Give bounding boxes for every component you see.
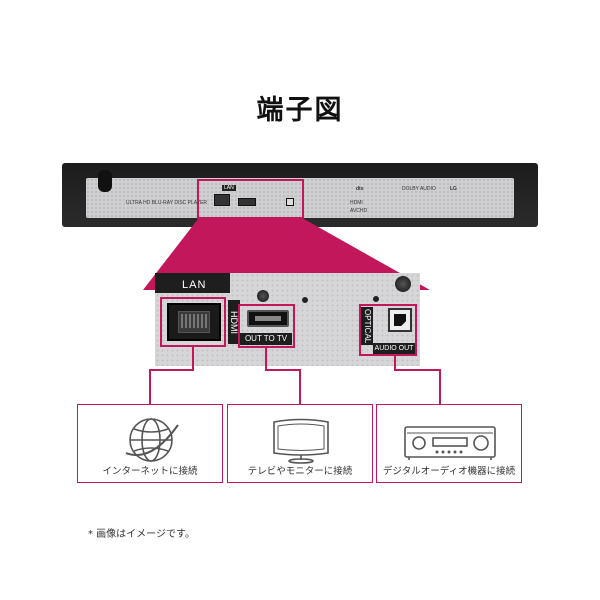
player-dts-logo: dts <box>356 186 364 192</box>
internet-connection-box: インターネットに接続 <box>77 404 223 483</box>
av-receiver-icon <box>377 405 523 465</box>
lan-port-highlight <box>160 297 226 347</box>
audio-connection-caption: デジタルオーディオ機器に接続 <box>377 463 521 477</box>
tv-icon <box>228 405 374 465</box>
panel-dot <box>373 296 379 302</box>
player-model-text: ULTRA HD BLU-RAY DISC PLAYER <box>126 200 207 206</box>
player-avchd-logo: AVCHD <box>350 208 367 214</box>
player-lg-logo: LG <box>450 186 457 192</box>
panel-dot <box>302 297 308 303</box>
zoom-highlight-box <box>197 179 304 219</box>
player-power-cord <box>98 170 112 192</box>
player-dolby-logo: DOLBY AUDIO <box>402 186 436 192</box>
optical-port-highlight <box>359 304 417 356</box>
screw-icon <box>257 290 269 302</box>
page-title: 端子図 <box>0 88 600 127</box>
lan-label: LAN <box>182 279 206 291</box>
globe-icon <box>78 405 224 465</box>
tv-connection-caption: テレビやモニターに接続 <box>228 463 372 477</box>
hdmi-port-highlight <box>238 304 295 348</box>
player-hdmi-logo: HDMI <box>350 200 363 206</box>
tv-connection-box: テレビやモニターに接続 <box>227 404 373 483</box>
foot-icon <box>395 276 411 292</box>
internet-connection-caption: インターネットに接続 <box>78 463 222 477</box>
audio-connection-box: デジタルオーディオ機器に接続 <box>376 404 522 483</box>
image-note: * 画像はイメージです。 <box>88 525 195 540</box>
